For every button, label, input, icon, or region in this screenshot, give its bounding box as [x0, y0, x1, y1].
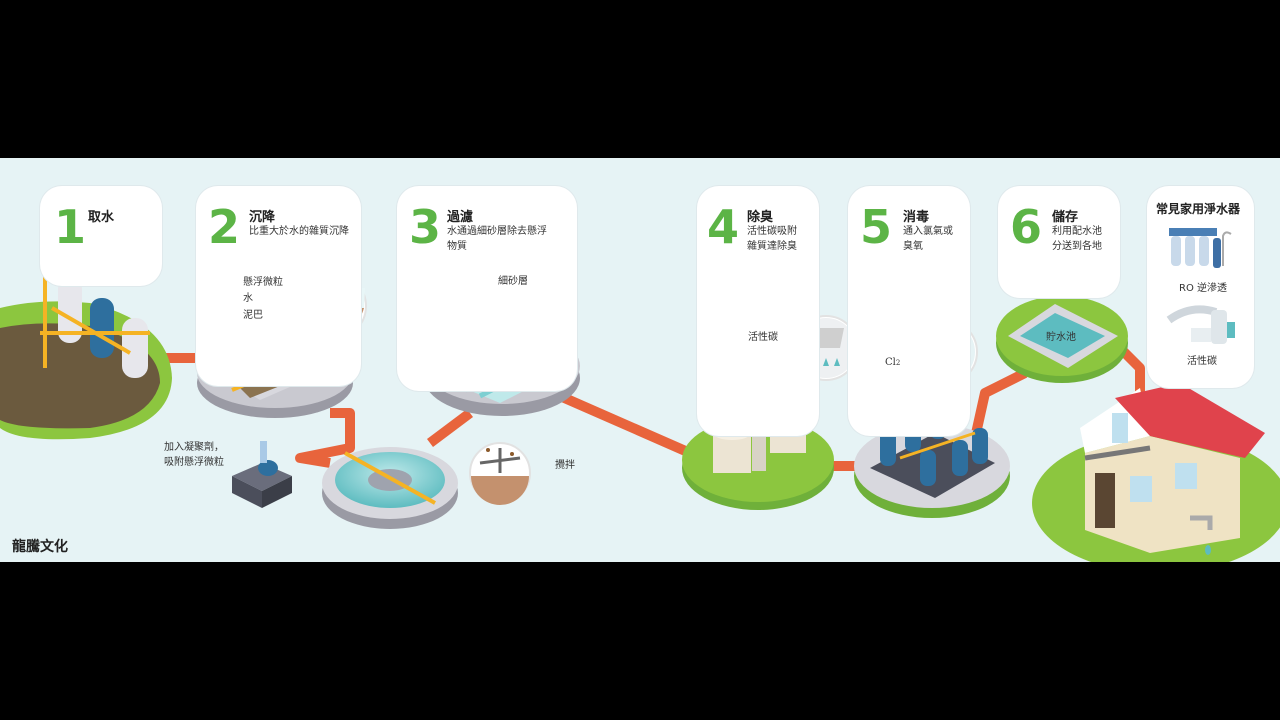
- label-mud: 泥巴: [243, 310, 263, 321]
- label-stir: 攪拌: [555, 460, 575, 471]
- stir-magnify-bubble: [469, 442, 531, 505]
- step-2-desc: 比重大於水的雜質沉降: [249, 226, 349, 237]
- label-activated-carbon: 活性碳: [748, 332, 778, 343]
- label-suspended-particles: 懸浮微粒: [243, 277, 283, 288]
- home-filter-carbon-label: 活性碳: [1187, 356, 1217, 367]
- step-2-title: 沉降: [249, 210, 276, 225]
- step-3-number: 3: [409, 200, 442, 254]
- step-3-title: 過濾: [447, 210, 474, 225]
- publisher-brand: 龍騰文化: [12, 539, 68, 555]
- intake-station: [0, 268, 172, 440]
- process-diagram: 1 取水 2 沉降 比重大於水的雜質沉降 3 過濾 水通過細砂層除去懸浮 物質 …: [0, 158, 1280, 562]
- step-3-desc: 水通過細砂層除去懸浮 物質: [447, 226, 547, 252]
- label-water: 水: [243, 293, 253, 304]
- connecting-pipes: [165, 344, 1145, 471]
- label-reservoir: 貯水池: [1046, 332, 1076, 343]
- step-4-title: 除臭: [747, 210, 774, 225]
- step-2-number: 2: [208, 200, 241, 254]
- step-5-number: 5: [860, 200, 893, 254]
- carbon-faucet-filter-icon: [1166, 305, 1235, 344]
- step-6-title: 儲存: [1052, 210, 1079, 225]
- step-3-card: 3 過濾 水通過細砂層除去懸浮 物質: [397, 186, 577, 391]
- house: [1032, 383, 1280, 562]
- label-sand-layer: 細砂層: [498, 276, 528, 287]
- step-5-desc: 通入氯氣或 臭氧: [903, 226, 953, 252]
- home-filter-ro-label: RO 逆滲透: [1179, 283, 1227, 294]
- step-4-card: 4 除臭 活性碳吸附 雜質達除臭: [697, 186, 819, 436]
- label-coagulant: 加入凝聚劑， 吸附懸浮微粒: [164, 442, 224, 468]
- label-chlorine-subscript: 2: [895, 359, 901, 367]
- step-1-number: 1: [54, 200, 87, 254]
- label-chlorine-symbol: Cl: [885, 357, 896, 368]
- step-1-title: 取水: [88, 210, 115, 225]
- home-filter-title: 常見家用淨水器: [1156, 202, 1241, 216]
- reservoir: [996, 296, 1128, 383]
- step-6-number: 6: [1010, 200, 1043, 254]
- step-4-number: 4: [707, 200, 740, 254]
- step-1-card: 1 取水: [40, 186, 162, 286]
- step-5-card: 5 消毒 通入氯氣或 臭氧: [848, 186, 970, 436]
- step-5-title: 消毒: [903, 210, 930, 225]
- label-chlorine: Cl2: [885, 340, 900, 371]
- step-4-desc: 活性碳吸附 雜質達除臭: [747, 226, 797, 252]
- clarifier-tank: [322, 447, 458, 529]
- home-filter-card: 常見家用淨水器 RO 逆滲透 活性碳: [1147, 186, 1254, 388]
- coagulant-station: [232, 441, 292, 508]
- ro-filter-icon: [1169, 228, 1232, 268]
- step-6-desc: 利用配水池 分送到各地: [1052, 226, 1102, 252]
- step-2-card: 2 沉降 比重大於水的雜質沉降: [196, 186, 361, 386]
- step-6-card: 6 儲存 利用配水池 分送到各地: [998, 186, 1120, 298]
